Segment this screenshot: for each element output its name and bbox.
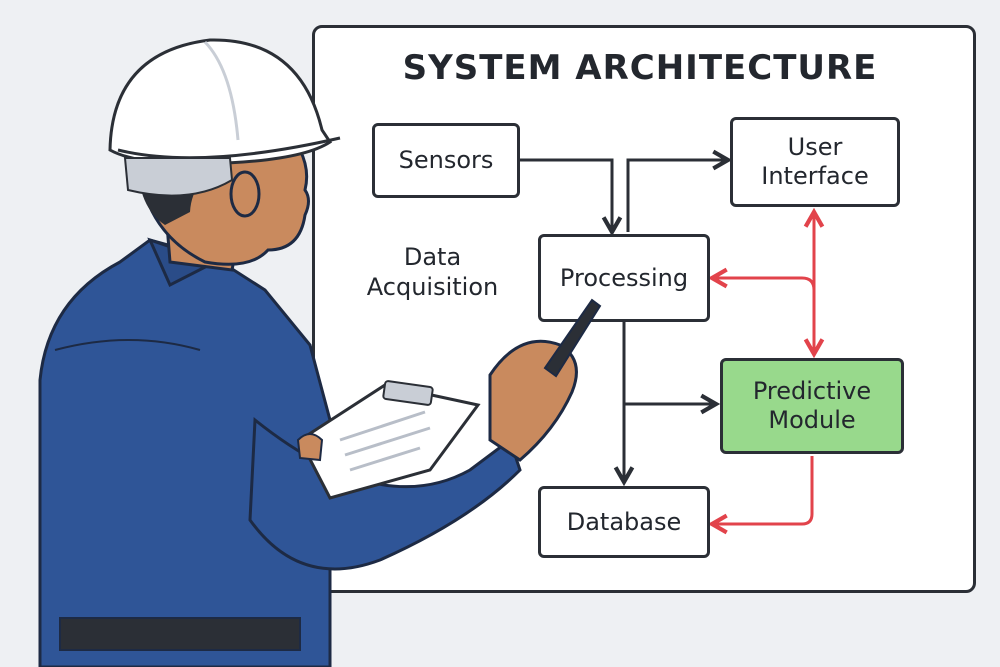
node-sensors: Sensors (372, 123, 520, 198)
jacket (38, 238, 332, 667)
node-processing-label: Processing (559, 263, 689, 292)
node-processing: Processing (538, 234, 710, 322)
edge-predictive-processing (712, 278, 816, 291)
node-user-interface: User Interface (730, 117, 900, 207)
clipboard-icon (298, 380, 481, 500)
node-predictive-module: Predictive Module (720, 358, 904, 454)
node-database-label: Database (566, 507, 682, 536)
edge-predictive-database (712, 456, 814, 524)
node-user-interface-label: User Interface (761, 133, 869, 190)
node-predictive-module-label: Predictive Module (752, 377, 872, 434)
ear (229, 170, 261, 218)
pen-icon (543, 298, 602, 378)
edge-sensors-user-interface (626, 160, 728, 232)
node-database: Database (538, 486, 710, 558)
node-sensors-label: Sensors (398, 146, 494, 175)
belt (59, 617, 301, 651)
left-hand (296, 433, 324, 462)
stock-watermark-id: 1535946602 (4, 418, 26, 598)
edge-sensors-processing (520, 158, 612, 232)
data-acquisition-label: Data Acquisition (366, 243, 499, 301)
diagram-title: SYSTEM ARCHITECTURE (402, 48, 878, 88)
shoulder-seam (54, 339, 201, 351)
hard-hat-icon (108, 38, 341, 197)
